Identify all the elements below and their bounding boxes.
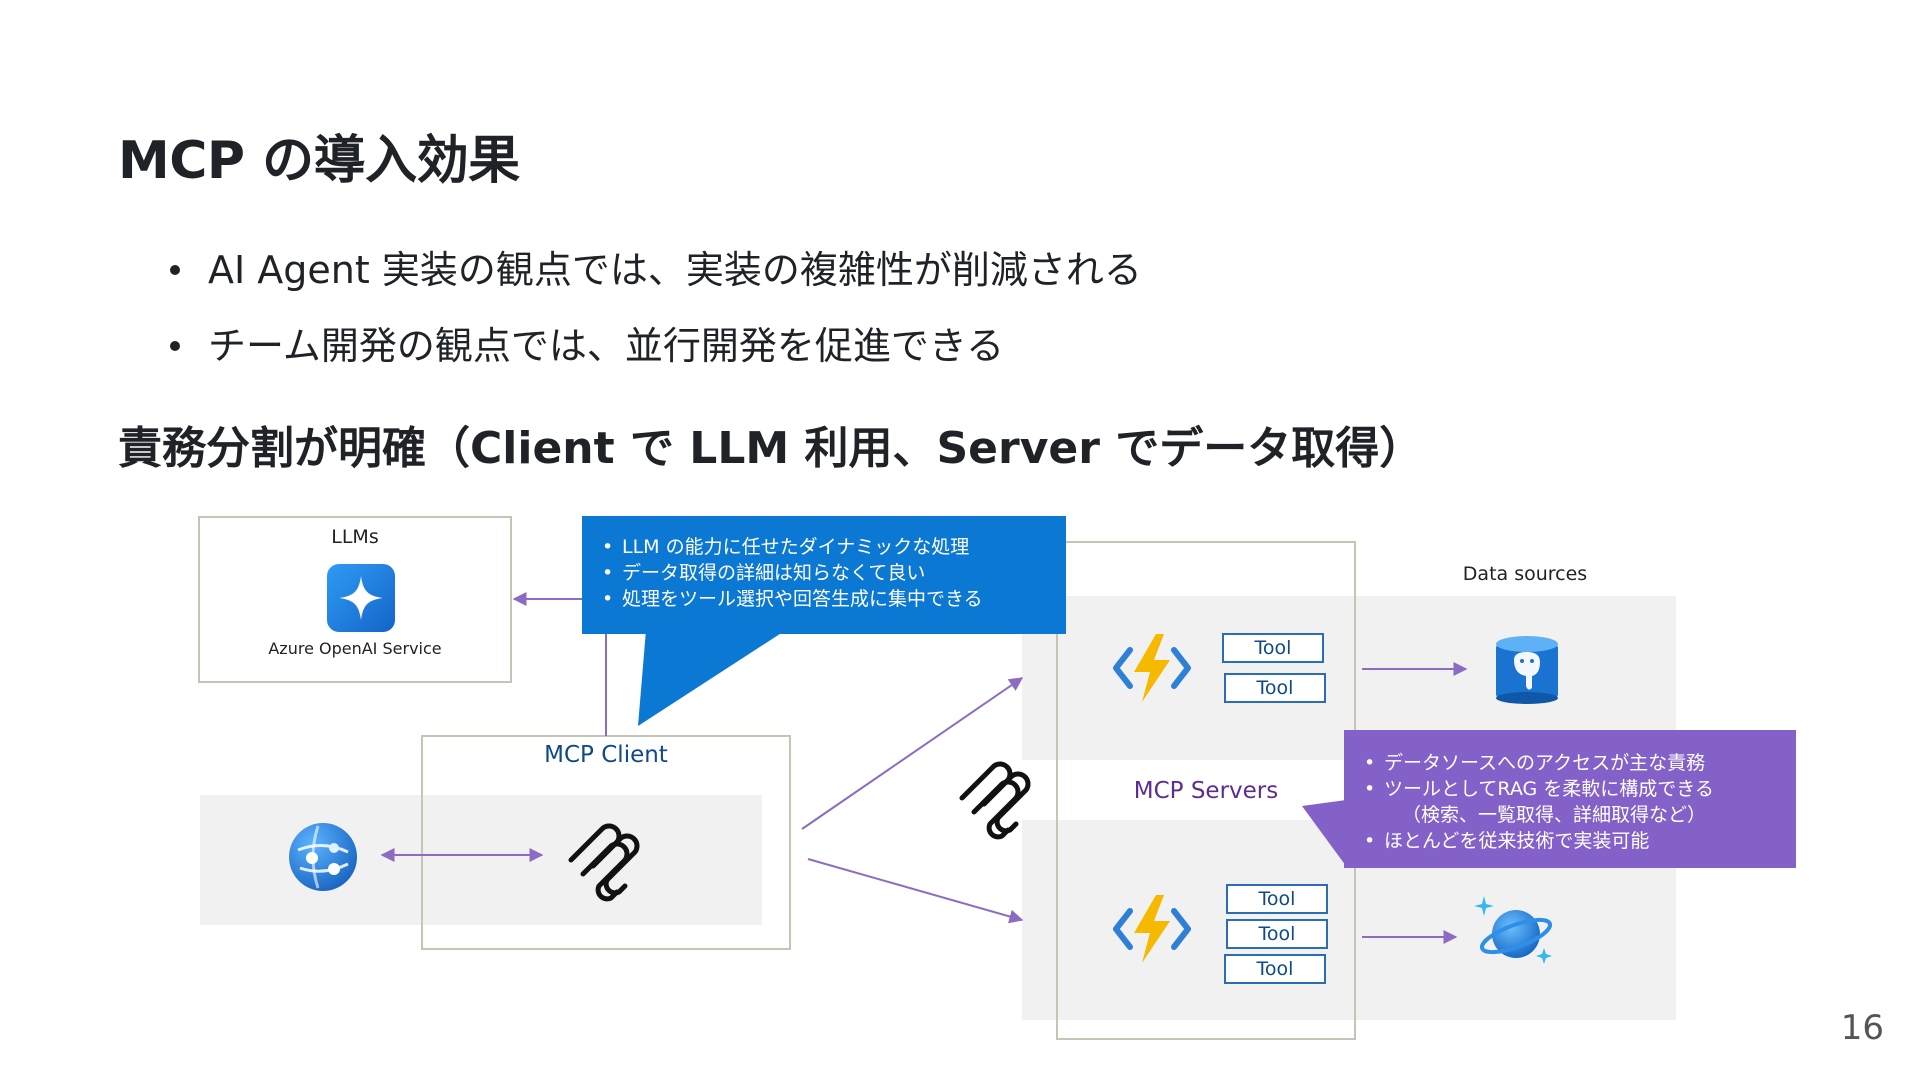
client-server-top-arrow xyxy=(801,677,1024,830)
server-callout: データソースへのアクセスが主な責務 ツールとしてRAG を柔軟に構成できる （検… xyxy=(1344,730,1796,868)
azure-openai-label: Azure OpenAI Service xyxy=(268,639,442,658)
azure-openai-icon xyxy=(327,564,395,632)
postgresql-database-icon xyxy=(1496,636,1558,704)
bullet-item: チーム開発の観点では、並行開発を促進できる xyxy=(170,308,1142,384)
tool-box: Tool xyxy=(1224,954,1326,984)
tool-box: Tool xyxy=(1224,673,1326,703)
mcp-servers-title: MCP Servers xyxy=(1133,778,1279,804)
callout-item: 処理をツール選択や回答生成に集中できる xyxy=(596,586,1056,612)
callout-item: LLM の能力に任せたダイナミックな処理 xyxy=(596,534,1056,560)
slide-title: MCP の導入効果 xyxy=(118,131,520,191)
azure-functions-icon xyxy=(1113,895,1191,963)
callout-item: データソースへのアクセスが主な責務 xyxy=(1358,750,1788,776)
callout-item-text: （検索、一覧取得、詳細取得など） xyxy=(1402,804,1707,826)
bullet-list: AI Agent 実装の観点では、実装の複雑性が削減される チーム開発の観点では… xyxy=(170,232,1142,384)
mcp-logo-icon xyxy=(568,823,640,902)
client-callout-pointer xyxy=(638,630,786,726)
client-server-bottom-arrow xyxy=(807,858,1024,924)
mcp-client-title: MCP Client xyxy=(544,742,668,768)
section-title: 責務分割が明確（Client で LLM 利用、Server でデータ取得） xyxy=(118,423,1424,474)
azure-functions-icon xyxy=(1113,634,1191,702)
tool-box: Tool xyxy=(1226,884,1328,914)
client-callout: LLM の能力に任せたダイナミックな処理 データ取得の詳細は知らなくて良い 処理… xyxy=(582,516,1066,634)
tool-box: Tool xyxy=(1226,919,1328,949)
callout-item: ツールとしてRAG を柔軟に構成できる xyxy=(1358,776,1788,802)
bullet-item: AI Agent 実装の観点では、実装の複雑性が削減される xyxy=(170,232,1142,308)
callout-item: データ取得の詳細は知らなくて良い xyxy=(596,560,1056,586)
cosmos-db-icon xyxy=(1474,896,1553,964)
server-callout-pointer xyxy=(1302,800,1346,866)
azure-app-icon xyxy=(289,823,357,891)
tool-box: Tool xyxy=(1222,633,1324,663)
llms-title: LLMs xyxy=(331,526,379,548)
callout-item: ほとんどを従来技術で実装可能 xyxy=(1358,828,1788,854)
callout-item-continuation: （検索、一覧取得、詳細取得など） xyxy=(1358,802,1788,828)
mcp-logo-icon xyxy=(959,761,1031,840)
page-number: 16 xyxy=(1840,1008,1884,1048)
data-sources-title: Data sources xyxy=(1462,563,1588,585)
